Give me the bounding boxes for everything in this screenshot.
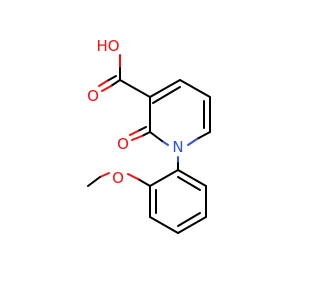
bond-c3-c4-inner [152, 86, 181, 104]
bond-o-ch3-o [99, 172, 110, 178]
bond-ar-c4-c5-inner [177, 212, 201, 227]
bond-c-o-double-a-o [101, 85, 112, 92]
bond-n-c2 [149, 131, 163, 142]
bond-layer [87, 54, 211, 234]
bond-c-o-double-b-o [98, 80, 108, 87]
atom-label-hydroxyl: HO [96, 37, 119, 55]
bond-c6-n-n [187, 138, 198, 146]
bond-ar-c6-c1-inner [177, 176, 201, 191]
bond-cooh-ring [119, 79, 151, 98]
bond-ar-o [137, 178, 151, 187]
atom-label-keto-oxygen: O [117, 135, 129, 153]
bond-ar-c3-c4 [149, 216, 179, 234]
bond-c2-o-double-b-o [129, 130, 139, 136]
structure-diagram: HO O O N O [87, 37, 211, 234]
bond-ar-o-o [127, 173, 139, 180]
bond-c6-n [196, 131, 211, 140]
molecule-canvas: HO O O N O [87, 37, 211, 234]
bond-c3-c4 [149, 79, 181, 98]
bond-o-ch3 [87, 176, 101, 187]
bond-ar-c1-c2 [149, 169, 179, 187]
atom-label-methoxy-oxygen: O [112, 169, 124, 187]
bond-c2-o-double-a [141, 131, 151, 137]
bond-ar-c6-c1 [177, 169, 207, 187]
atom-label-ring-nitrogen: N [172, 138, 183, 156]
bond-c-o-double-a [110, 79, 121, 87]
bond-c2-o-double-b [137, 126, 147, 132]
bond-c4-c5 [179, 79, 211, 98]
atom-label-layer: HO O O N O [87, 37, 184, 187]
bond-c-o-double-b [106, 75, 117, 82]
bond-n-c2-n [161, 140, 169, 146]
bond-c2-o-double-a-o [131, 135, 143, 141]
atom-label-carboxyl-oxygen: O [87, 87, 99, 105]
bond-ar-c4-c5 [177, 216, 207, 234]
